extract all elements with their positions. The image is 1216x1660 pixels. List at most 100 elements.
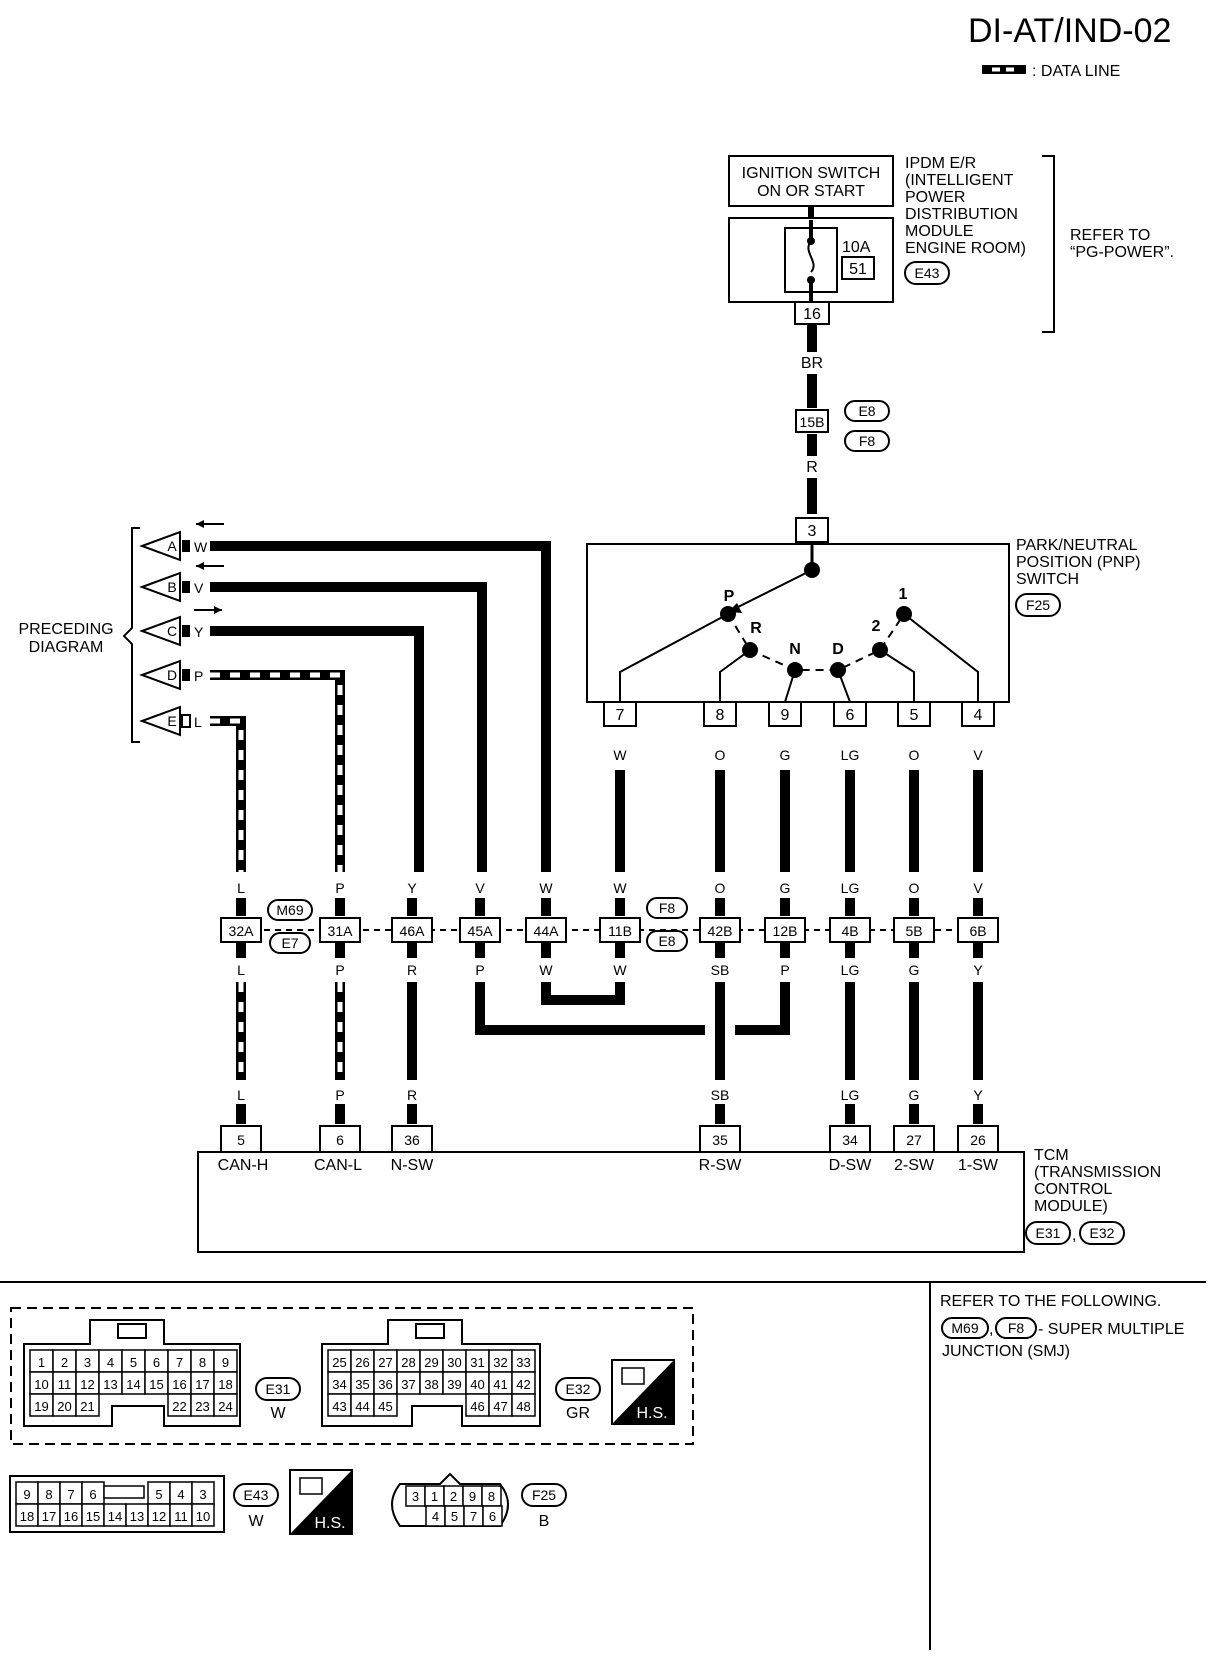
pos-d: D [832,641,844,658]
svg-text:O: O [715,880,726,896]
e32-pin: 45 [378,1399,392,1414]
svg-text:H.S.: H.S. [636,1405,667,1422]
svg-text:34: 34 [842,1132,858,1148]
e32-pin: 31 [470,1355,484,1370]
svg-text:E: E [167,713,176,729]
svg-text:O: O [909,747,920,763]
e32-pin: 47 [493,1399,507,1414]
wire-br: BR [801,355,823,372]
e43-pin: 18 [20,1509,34,1524]
conn-e7: E7 [281,935,298,951]
e32-pin: 41 [493,1377,507,1392]
svg-text:F8: F8 [1008,1320,1025,1336]
hs-icon-2: H.S. [289,1469,353,1535]
e31-pin: 10 [34,1377,48,1392]
e31-pin: 18 [218,1377,232,1392]
svg-text:Y: Y [194,624,204,640]
f25-pin: 4 [432,1509,439,1524]
svg-text:2-SW: 2-SW [894,1157,935,1174]
svg-text:6B: 6B [969,923,986,939]
svg-text:11B: 11B [608,923,632,939]
e31-pin: 22 [172,1399,186,1414]
f25-pin: 5 [451,1509,458,1524]
svg-text:12B: 12B [773,923,798,939]
svg-text:B: B [167,579,176,595]
junction-row: L P Y V W W O G LG O V 32A 31A 46A 45A 4… [220,880,1000,978]
page-title: DI-AT/IND-02 [968,12,1171,50]
f25-pin: 9 [469,1489,476,1504]
e43-pin: 9 [23,1487,30,1502]
e31-pin: 4 [107,1355,114,1370]
svg-text:O: O [715,747,726,763]
svg-text:G: G [909,1087,920,1103]
fuse-number: 51 [849,261,867,278]
footer-refer-3: JUNCTION (SMJ) [942,1343,1070,1360]
ipdm-name-2: POWER [905,189,965,206]
tcm-name-3: MODULE) [1034,1198,1108,1215]
svg-text:26: 26 [970,1132,986,1148]
ipdm-connector: E43 [915,265,940,281]
fuse-amp: 10A [842,239,871,256]
e31-pin: 24 [218,1399,232,1414]
svg-text:15B: 15B [800,414,825,430]
tcm-name-0: TCM [1034,1147,1069,1164]
conn-e8: E8 [658,933,675,949]
svg-text:W: W [248,1513,264,1530]
svg-text:LG: LG [841,1087,860,1103]
svg-text:Y: Y [407,880,417,896]
svg-text:7: 7 [616,707,625,724]
svg-text:L: L [237,962,245,978]
e43-pin: 8 [45,1487,52,1502]
svg-text:E43: E43 [244,1487,269,1503]
e43-pin: 4 [177,1487,184,1502]
svg-text:W: W [194,539,208,555]
svg-text:M69: M69 [951,1320,978,1336]
svg-text:W: W [613,962,627,978]
conn-f8: F8 [659,900,676,916]
e31-pin: 17 [195,1377,209,1392]
conn-m69: M69 [276,902,303,918]
tcm-conn-e32: E32 [1090,1225,1115,1241]
junction-15b: 15B E8 F8 [795,400,890,452]
e32-pin: 42 [516,1377,530,1392]
svg-text:V: V [194,580,204,596]
preceding-diagram: PRECEDING DIAGRAM A W B V C Y D P E L [18,520,224,743]
ipdm-name-0: IPDM E/R [905,155,976,172]
svg-text:31A: 31A [328,923,354,939]
e31-pin: 1 [38,1355,45,1370]
e32-pin: 32 [493,1355,507,1370]
e32-pin: 34 [332,1377,346,1392]
footer-refer: REFER TO THE FOLLOWING. M69 , F8 - SUPER… [940,1293,1184,1360]
e31-pin: 5 [130,1355,137,1370]
data-line-legend: : DATA LINE [982,63,1120,80]
e32-pin: 27 [378,1355,392,1370]
f25-pin: 1 [431,1489,438,1504]
pnp-wires: W O G LG O V [613,747,983,872]
svg-text:,: , [1072,1227,1076,1244]
e32-pin: 26 [355,1355,369,1370]
svg-text:LG: LG [841,747,860,763]
e43-pin: 6 [89,1487,96,1502]
svg-text:4B: 4B [841,923,858,939]
svg-text:H.S.: H.S. [314,1515,345,1532]
tcm-conn-e31: E31 [1036,1225,1061,1241]
refer-to-label: REFER TO [1070,227,1150,244]
svg-text:W: W [270,1405,286,1422]
svg-text:36: 36 [404,1132,420,1148]
svg-text:R: R [407,1087,417,1103]
e43-pin: 7 [67,1487,74,1502]
tcm-name-2: CONTROL [1034,1181,1112,1198]
pnp-terminals: 7 8 9 6 5 4 [603,701,995,727]
preceding-label-1: PRECEDING [18,621,113,638]
ignition-label-2: ON OR START [757,183,865,200]
e43-pin: 14 [108,1509,122,1524]
pos-1: 1 [899,586,908,603]
svg-text:Y: Y [973,962,983,978]
svg-text:F25: F25 [532,1487,556,1503]
f25-pin: 6 [489,1509,496,1524]
svg-text:44A: 44A [534,923,560,939]
tcm-name-1: (TRANSMISSION [1034,1164,1161,1181]
svg-text:32A: 32A [229,923,255,939]
e32-pin: 33 [516,1355,530,1370]
